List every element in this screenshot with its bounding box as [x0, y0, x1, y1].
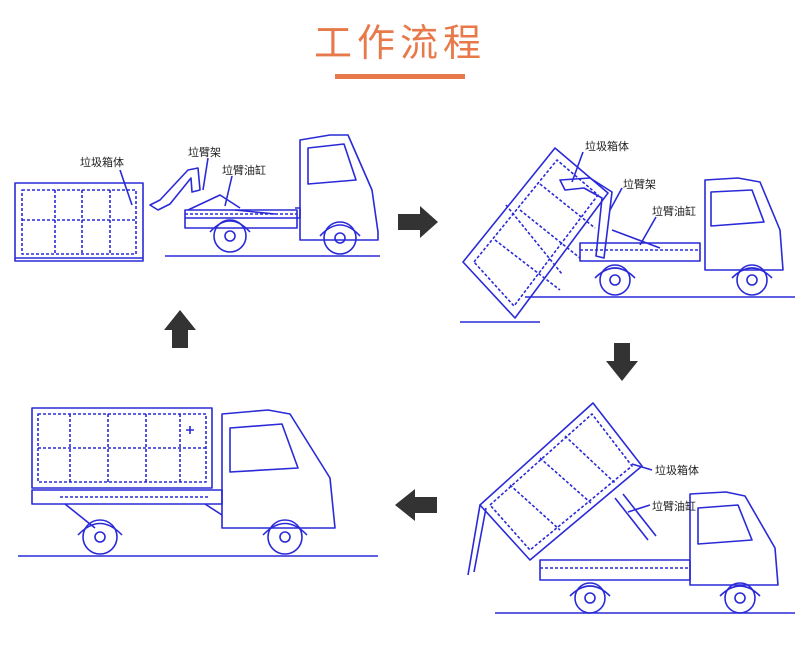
hook-arm: [149, 167, 241, 211]
arrow-up-icon: [164, 310, 196, 348]
truck: [539, 491, 779, 614]
panel-3: [467, 402, 795, 614]
truck: [31, 409, 336, 555]
label-arm-cylinder-3: 垃臂油缸: [652, 499, 696, 513]
title-underline: [335, 74, 465, 79]
leader-arm-cylinder: [639, 216, 657, 246]
panel-2: [460, 147, 795, 323]
hook-arm: [559, 177, 661, 259]
arrow-down-icon: [606, 343, 638, 381]
label-box-2: 垃圾箱体: [585, 139, 629, 153]
leader-arm-cylinder: [224, 175, 233, 207]
leader-arm-cylinder: [627, 504, 651, 513]
leader-box: [571, 151, 584, 183]
garbage-box: [31, 407, 213, 489]
panel-1: [14, 134, 380, 262]
label-box-3: 垃圾箱体: [655, 463, 699, 477]
truck: [579, 177, 784, 296]
arrow-left-icon: [395, 489, 437, 521]
flow-arrows: [164, 206, 638, 521]
garbage-box: [14, 182, 144, 262]
label-arm-cylinder-1: 垃臂油缸: [222, 163, 266, 177]
label-arm-frame-2: 垃臂架: [623, 177, 656, 191]
truck: [184, 134, 379, 255]
hook-arm: [614, 493, 657, 541]
label-arm-cylinder-2: 垃臂油缸: [652, 204, 696, 218]
page-title: 工作流程: [313, 21, 486, 65]
panel-4: [18, 407, 378, 557]
label-arm-frame-1: 垃臂架: [188, 145, 221, 159]
arrow-right-icon: [398, 206, 438, 238]
label-box-1: 垃圾箱体: [80, 155, 124, 169]
leader-arm-frame: [609, 187, 623, 211]
garbage-box: [462, 147, 609, 319]
leader-arm-frame: [202, 157, 209, 191]
leader-box: [631, 463, 653, 471]
garbage-box: [467, 402, 643, 576]
leader-box: [119, 169, 133, 206]
